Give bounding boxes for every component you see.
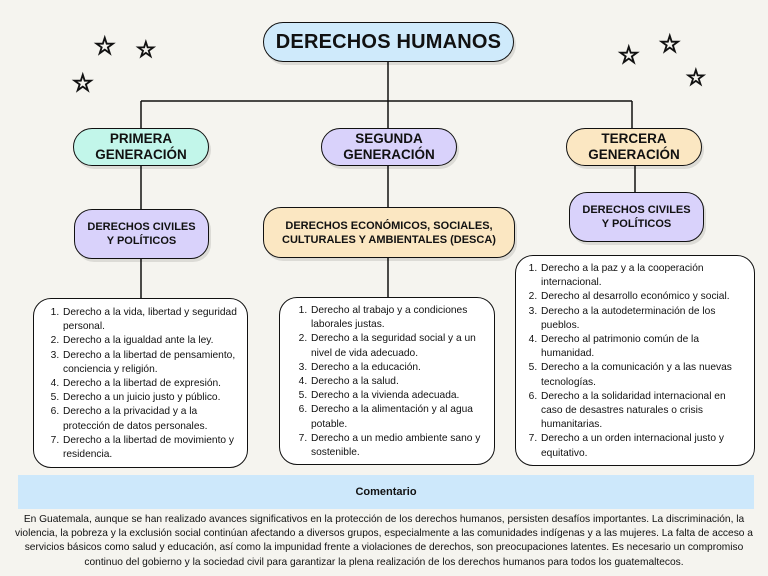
- rights-list-third: Derecho a la paz y a la cooperación inte…: [515, 255, 755, 466]
- rights-list-second: Derecho al trabajo y a condiciones labor…: [279, 297, 495, 465]
- star-icon: ☆: [71, 70, 94, 97]
- list-item: Derecho al patrimonio común de la humani…: [540, 333, 744, 361]
- list-item: Derecho a la alimentación y al agua pota…: [310, 403, 488, 431]
- list-item: Derecho a la vida, libertad y seguridad …: [62, 306, 239, 334]
- list-item: Derecho a la igualdad ante la ley.: [62, 334, 239, 348]
- list-item: Derecho a la vivienda adecuada.: [310, 389, 488, 403]
- comment-heading: Comentario: [18, 475, 754, 509]
- generation-first: PRIMERA GENERACIÓN: [73, 128, 209, 166]
- generation-third: TERCERA GENERACIÓN: [566, 128, 702, 166]
- list-item: Derecho a la educación.: [310, 361, 488, 375]
- list-item: Derecho al desarrollo económico y social…: [540, 290, 744, 304]
- list-item: Derecho a la solidaridad internacional e…: [540, 390, 744, 433]
- star-icon: ☆: [658, 31, 681, 58]
- list-item: Derecho a la libertad de movimiento y re…: [62, 434, 239, 462]
- list-item: Derecho a la seguridad social y a un niv…: [310, 332, 488, 360]
- list-item: Derecho a la libertad de pensamiento, co…: [62, 349, 239, 377]
- star-icon: ☆: [135, 37, 156, 62]
- star-icon: ☆: [685, 65, 706, 90]
- rights-list-first: Derecho a la vida, libertad y seguridad …: [33, 298, 248, 468]
- list-item: Derecho al trabajo y a condiciones labor…: [310, 304, 488, 332]
- list-item: Derecho a un medio ambiente sano y soste…: [310, 432, 488, 460]
- list-item: Derecho a un orden internacional justo y…: [540, 432, 744, 460]
- star-icon: ☆: [617, 42, 640, 69]
- list-item: Derecho a la comunicación y a las nuevas…: [540, 361, 744, 389]
- list-item: Derecho a un juicio justo y público.: [62, 391, 239, 405]
- list-item: Derecho a la paz y a la cooperación inte…: [540, 262, 744, 290]
- category-third: DERECHOS CIVILES Y POLÍTICOS: [569, 192, 704, 242]
- generation-second: SEGUNDA GENERACIÓN: [321, 128, 457, 166]
- comment-text: En Guatemala, aunque se han realizado av…: [15, 514, 753, 568]
- list-item: Derecho a la salud.: [310, 375, 488, 389]
- list-item: Derecho a la libertad de expresión.: [62, 377, 239, 391]
- list-item: Derecho a la autodeterminación de los pu…: [540, 305, 744, 333]
- main-title: DERECHOS HUMANOS: [263, 22, 514, 62]
- star-icon: ☆: [93, 33, 116, 60]
- category-first: DERECHOS CIVILES Y POLÍTICOS: [74, 209, 209, 259]
- list-item: Derecho a la privacidad y a la protecció…: [62, 405, 239, 433]
- category-second: DERECHOS ECONÓMICOS, SOCIALES, CULTURALE…: [263, 207, 515, 258]
